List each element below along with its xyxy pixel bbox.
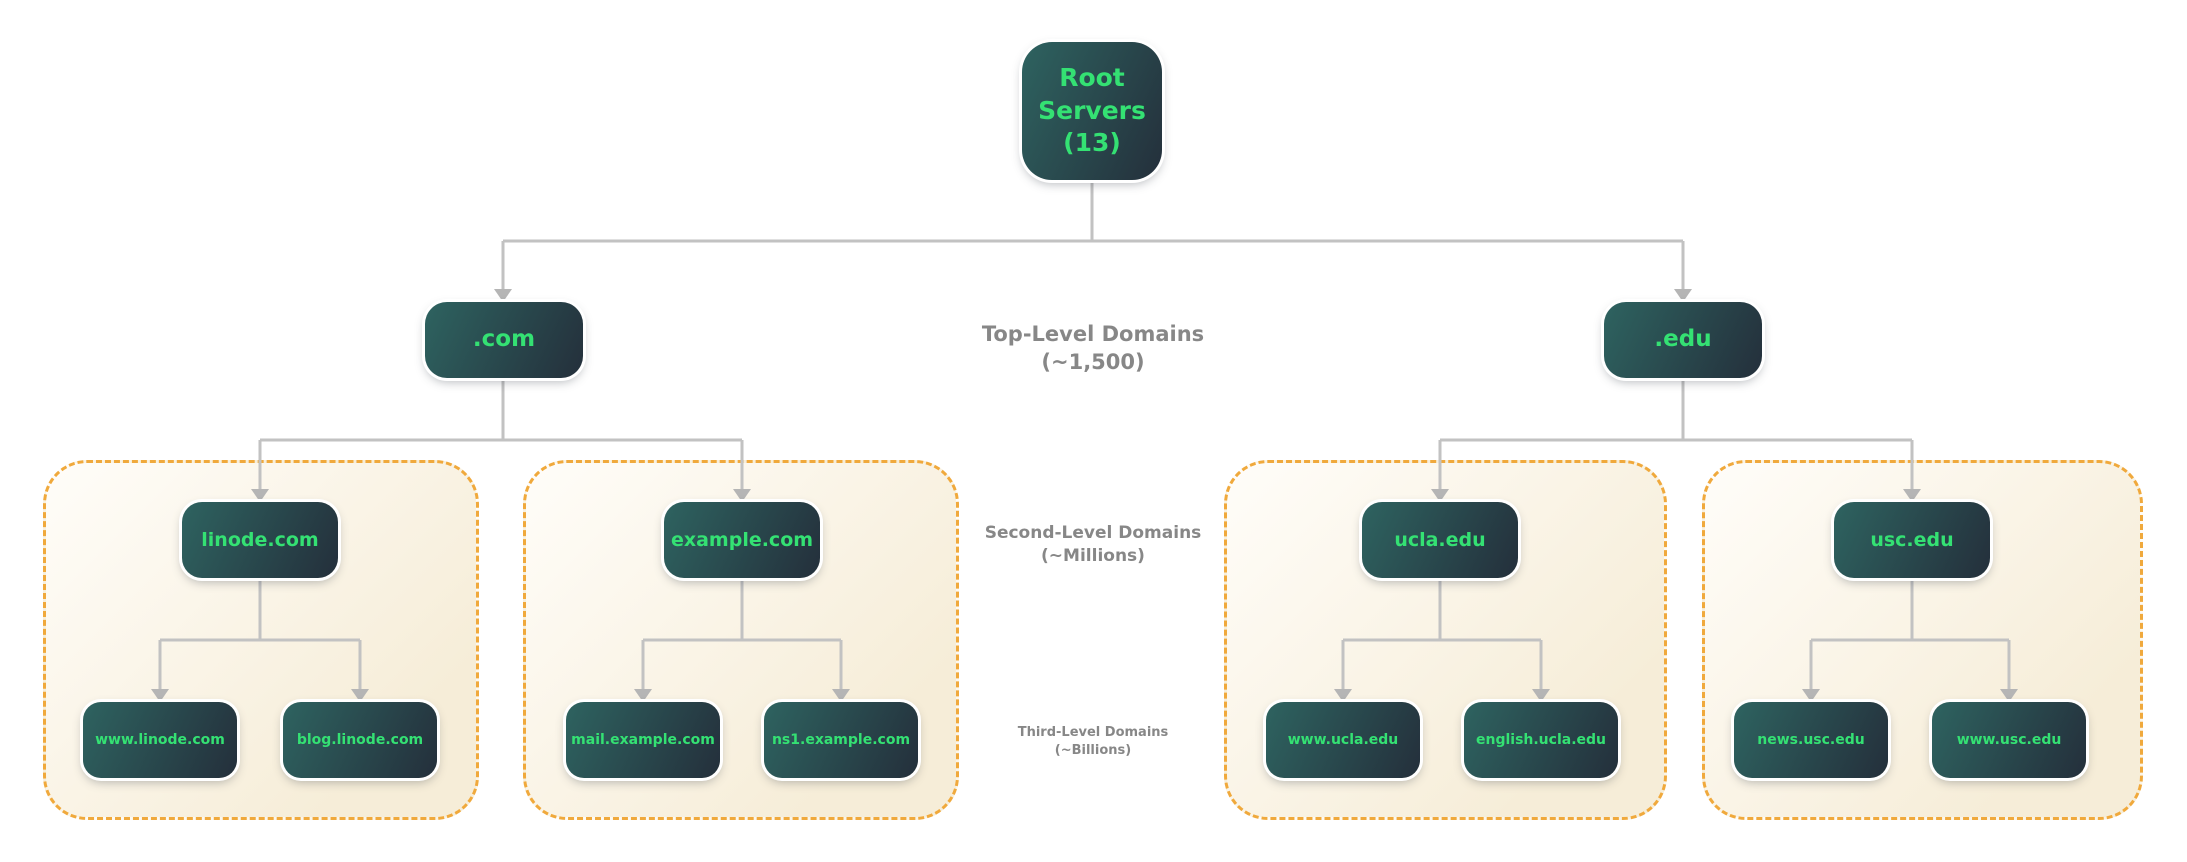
level-title: Third-Level Domains [1017,725,1169,740]
level-count: (~1,500) [1041,350,1145,374]
down-arrowhead-icon [2000,689,2018,702]
down-arrowhead-icon [351,689,369,702]
node-tld-edu: .edu [1604,302,1762,378]
node-3ld-mail-example-com: mail.example.com [566,702,720,778]
level-count: (~Millions) [1041,546,1145,566]
node-3ld-ns1-example-com: ns1.example.com [764,702,918,778]
down-arrowhead-icon [832,689,850,702]
node-label: ns1.example.com [771,731,911,748]
label-third-level-domains: Third-Level Domains (~Billions) [1018,724,1169,760]
node-label: www.linode.com [95,731,225,748]
label-top-level-domains: Top-Level Domains (~1,500) [982,320,1204,376]
level-title: Top-Level Domains [981,322,1205,346]
node-label: blog.linode.com [296,731,424,748]
node-label: english.ucla.edu [1475,731,1606,748]
node-root-servers: Root Servers (13) [1022,42,1162,180]
node-label: news.usc.edu [1757,731,1865,748]
label-second-level-domains: Second-Level Domains (~Millions) [985,522,1202,568]
node-3ld-news-usc-edu: news.usc.edu [1734,702,1888,778]
down-arrowhead-icon [1532,689,1550,702]
node-label: ucla.edu [1394,528,1486,551]
node-label: www.usc.edu [1956,731,2062,748]
down-arrowhead-icon [1802,689,1820,702]
node-label: .com [472,326,536,353]
node-label: Root Servers (13) [1038,63,1146,158]
down-arrowhead-icon [634,689,652,702]
node-label: linode.com [201,528,319,551]
node-sld-example-com: example.com [664,502,820,578]
node-3ld-www-linode-com: www.linode.com [83,702,237,778]
node-3ld-www-usc-edu: www.usc.edu [1932,702,2086,778]
node-label: usc.edu [1870,528,1954,551]
node-tld-com: .com [425,302,583,378]
down-arrowhead-icon [1334,689,1352,702]
node-3ld-blog-linode-com: blog.linode.com [283,702,437,778]
level-count: (~Billions) [1054,743,1132,758]
down-arrowhead-icon [494,289,512,302]
down-arrowhead-icon [151,689,169,702]
down-arrowhead-icon [1674,289,1692,302]
node-label: www.ucla.edu [1287,731,1399,748]
node-label: .edu [1654,326,1712,353]
node-sld-ucla-edu: ucla.edu [1362,502,1518,578]
down-arrowhead-icon [733,489,751,502]
down-arrowhead-icon [251,489,269,502]
node-sld-usc-edu: usc.edu [1834,502,1990,578]
tree-connector-lines [158,180,2011,690]
level-title: Second-Level Domains [984,523,1202,543]
node-sld-linode-com: linode.com [182,502,338,578]
node-label: example.com [670,528,814,551]
down-arrowhead-icon [1903,489,1921,502]
node-3ld-www-ucla-edu: www.ucla.edu [1266,702,1420,778]
node-label: mail.example.com [571,731,715,748]
down-arrowhead-icon [1431,489,1449,502]
node-3ld-english-ucla-edu: english.ucla.edu [1464,702,1618,778]
